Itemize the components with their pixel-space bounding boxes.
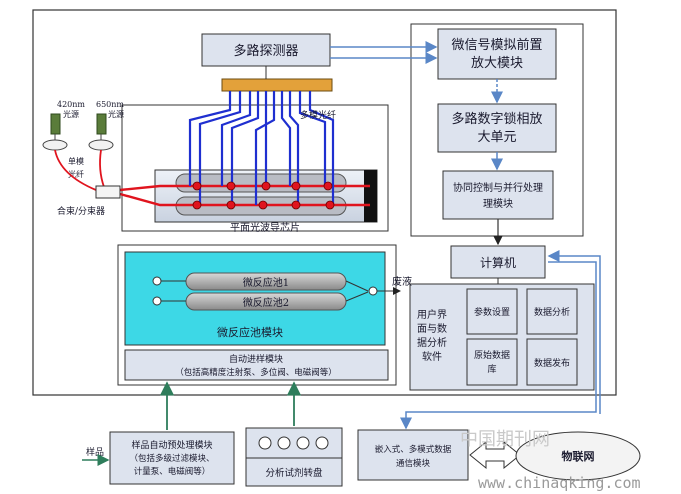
lockin-box: 多路数字锁相放 大单元 [437, 103, 557, 153]
computer-label: 计算机 [480, 255, 516, 270]
lockin-label-2: 大单元 [477, 130, 516, 145]
ui-label-4: 软件 [422, 350, 442, 363]
preamp-box: 微信号模拟前置 放大模块 [437, 28, 557, 80]
autosampler-label-1: 自动进样模块 [229, 353, 283, 365]
fiber-connector-strip [221, 78, 333, 92]
iot-badge-text: 物联网 [562, 449, 595, 463]
source-420 [42, 113, 68, 151]
sample-pre-label-3: 计量泵、电磁阀等） [134, 466, 211, 477]
source420-label: 光源 [63, 109, 79, 119]
data-publish-label: 数据发布 [534, 357, 570, 369]
lockin-label-1: 多路数字锁相放 [451, 111, 542, 127]
reactor-1-label: 微反应池1 [243, 276, 289, 289]
autosampler-box: 自动进样模块 （包括高精度注射泵、多位阀、电磁阀等） [124, 349, 389, 381]
reactor-1: 微反应池1 [185, 272, 347, 291]
source-650 [88, 113, 114, 151]
arrow-computer-comm [400, 261, 597, 430]
sync-label-1: 协同控制与并行处理 [453, 181, 543, 194]
combiner-box [95, 185, 121, 199]
preamp-label-2: 放大模块 [471, 56, 523, 71]
source650-label: 光源 [108, 109, 124, 119]
optical-frame [121, 104, 389, 232]
multimode-fiber-bundle [188, 91, 335, 205]
source650-wavelength: 650nm [96, 100, 124, 109]
micro-reactor-label: 微反应池模块 [217, 325, 283, 339]
comm-module-box: 嵌入式、多模式数据 通信模块 [357, 429, 469, 481]
source420-wavelength: 420nm [57, 100, 85, 109]
outlet-port [368, 286, 378, 296]
sync-label-2: 理模块 [483, 198, 513, 210]
param-setting-box: 参数设置 [466, 288, 518, 335]
inlet-ports [152, 276, 162, 306]
waveguide-chip: 平面光波导芯片 [154, 169, 378, 234]
raw-db-box: 原始数据 库 [466, 338, 518, 386]
raw-db-label-1: 原始数据 [474, 349, 510, 361]
computer-box: 计算机 [450, 245, 546, 279]
multi-detector-box: 多路探测器 [201, 33, 331, 67]
data-analysis-label: 数据分析 [534, 306, 570, 318]
singlemode-label-2: 光纤 [68, 169, 84, 179]
outer-frame [32, 9, 617, 396]
fiber-650 [99, 149, 105, 188]
param-setting-label: 参数设置 [474, 306, 510, 318]
raw-db-label-2: 库 [487, 363, 496, 375]
ui-label-3: 据分析 [417, 336, 447, 349]
autosampler-label-2: （包括高精度注射泵、多位阀、电磁阀等） [175, 367, 337, 378]
chip-label: 平面光波导芯片 [230, 221, 300, 234]
sample-pretreat-box: 样品自动预处理模块 （包括多级过滤模块、 计量泵、电磁阀等） [109, 431, 235, 485]
reactor-2: 微反应池2 [185, 292, 347, 311]
watermark-url: www.chinaqking.com [478, 474, 641, 492]
comm-label-2: 通信模块 [396, 458, 431, 469]
sample-label: 样品 [86, 446, 104, 458]
iot-cloud-watermark: 物联网 [515, 431, 641, 481]
multimode-fiber-label: 多模光纤 [300, 109, 336, 121]
ui-label-2: 面与数 [417, 322, 447, 335]
detection-points [192, 181, 335, 210]
sync-control-box: 协同控制与并行处理 理模块 [442, 170, 554, 220]
sample-pre-label-1: 样品自动预处理模块 [131, 439, 212, 451]
reactor-2-label: 微反应池2 [243, 296, 289, 309]
data-analysis-box: 数据分析 [526, 288, 578, 335]
fiber-420 [54, 149, 97, 191]
watermark-cn: 中国期刊网 [460, 429, 550, 450]
preamp-label-1: 微信号模拟前置 [451, 37, 542, 53]
arrow-comm-computer [547, 250, 601, 414]
sample-pre-label-2: （包括多级过滤模块、 [129, 453, 214, 464]
data-publish-box: 数据发布 [526, 338, 578, 386]
multi-detector-label: 多路探测器 [233, 43, 298, 59]
ui-label-1: 用户界 [417, 308, 447, 321]
singlemode-label-1: 单模 [68, 156, 84, 166]
reagent-disk-label: 分析试剂转盘 [265, 467, 323, 479]
combiner-label: 合束/分束器 [57, 205, 105, 217]
fluidics-frame [117, 244, 397, 386]
outlet-merge [345, 280, 369, 302]
comm-label-1: 嵌入式、多模式数据 [375, 444, 452, 455]
reagent-disk-box: 分析试剂转盘 [245, 427, 343, 487]
waste-label: 废液 [392, 275, 412, 288]
